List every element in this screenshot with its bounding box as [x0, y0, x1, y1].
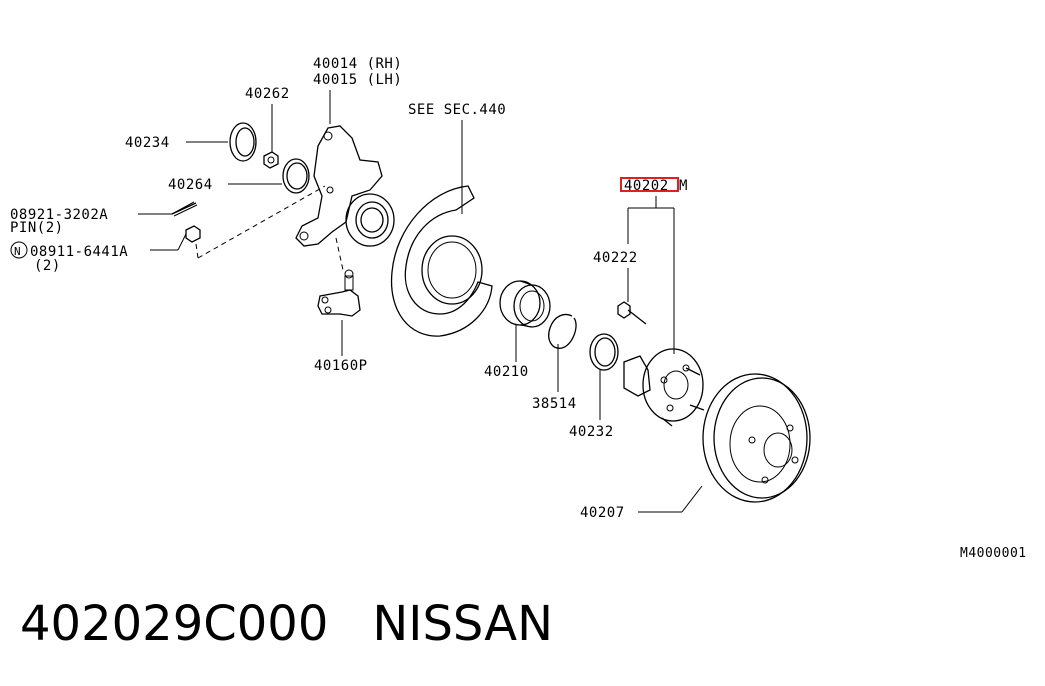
hub-bolt[interactable] [617, 301, 647, 325]
label-seal-40232: 40232 [569, 424, 614, 440]
brake-rotor[interactable] [702, 373, 811, 503]
label-knuckle-rh: 40014 (RH) [313, 56, 402, 72]
part-number: 402029C000 [20, 596, 329, 652]
label-nut-circle: N [14, 245, 21, 258]
castle-nut[interactable] [185, 225, 201, 243]
label-diagram-code: M4000001 [960, 546, 1027, 561]
label-bearing: 40210 [484, 364, 529, 380]
snap-ring[interactable] [548, 313, 577, 349]
seal-40232[interactable] [589, 333, 619, 371]
ball-joint[interactable] [317, 269, 361, 317]
label-ball-joint: 40160P [314, 358, 368, 374]
label-pin-qty: PIN(2) [10, 220, 64, 236]
seal-40264[interactable] [282, 158, 310, 194]
leader-lines [138, 90, 703, 513]
steering-knuckle[interactable] [295, 125, 395, 247]
dust-cover[interactable] [390, 185, 493, 337]
label-hub-suffix: M [679, 178, 688, 194]
label-nut-qty: (2) [34, 258, 61, 274]
label-nut-40262: 40262 [245, 86, 290, 102]
nut-40262[interactable] [263, 151, 279, 169]
label-rotor: 40207 [580, 505, 625, 521]
label-snap-ring: 38514 [532, 396, 577, 412]
wheel-bearing[interactable] [499, 280, 551, 328]
wheel-hub[interactable] [623, 348, 705, 427]
seal-40234[interactable] [229, 122, 257, 162]
highlight-box [620, 177, 679, 192]
cotter-pin[interactable] [171, 201, 198, 217]
label-seal-40264: 40264 [168, 177, 213, 193]
brand-name: NISSAN [372, 596, 554, 652]
label-pin-part: 08921-3202A [10, 207, 108, 223]
label-nut-part: 08911-6441A [30, 244, 128, 260]
label-see-sec: SEE SEC.440 [408, 102, 506, 118]
label-bolt: 40222 [593, 250, 638, 266]
footer-caption: 402029C000 NISSAN [20, 596, 553, 652]
label-seal-40234: 40234 [125, 135, 170, 151]
label-knuckle-lh: 40015 (LH) [313, 72, 402, 88]
n-circle-icon [10, 241, 28, 259]
